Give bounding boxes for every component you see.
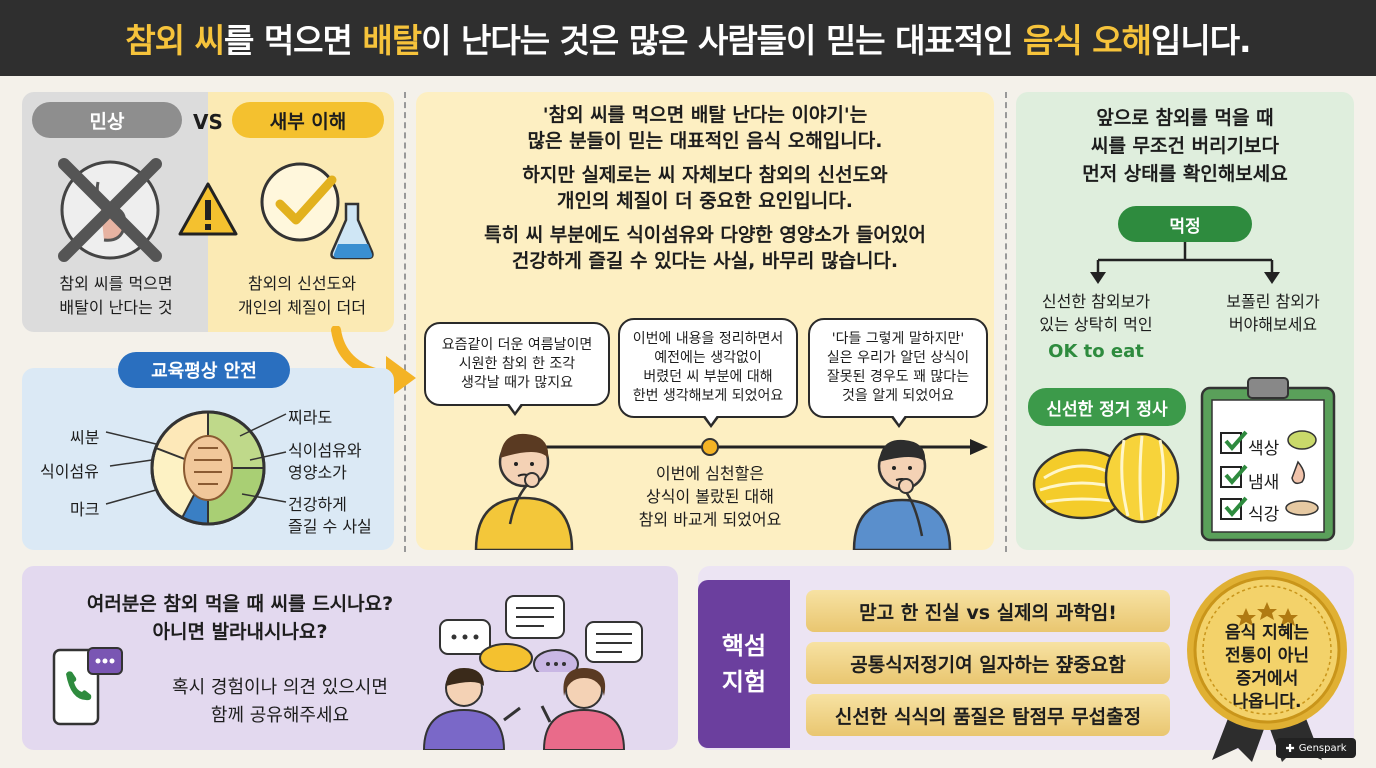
summary-item: 맏고 한 진실 vs 실제의 과학임!	[806, 590, 1170, 632]
branch-spoiled: 보폴린 참외가 버야해보세요	[1226, 292, 1320, 334]
checkbox-icon	[1220, 496, 1248, 520]
branch-fresh: 신선한 참외보가 있는 상탁히 먹인 OK to eat	[1039, 292, 1153, 362]
melon-icon	[1032, 432, 1180, 524]
warning-icon	[178, 182, 238, 236]
cross-label: 식이섬유	[40, 462, 99, 481]
divider	[404, 92, 406, 552]
cross-label: 마크	[70, 500, 100, 519]
checklist-item: 냄새	[1248, 473, 1280, 493]
branch-arrows	[1090, 242, 1280, 284]
summary-item: 공통식저정기여 일자하는 쟢중요함	[806, 642, 1170, 684]
checklist-item: 색상	[1248, 439, 1280, 459]
clipboard-icon	[1200, 377, 1336, 542]
speech-bubble: 이번에 내용을 정리하면서 예전에는 생각없이 버렸던 씨 부분에 대해 한번 …	[618, 318, 798, 428]
melon-cross-section-icon	[150, 410, 266, 526]
understanding-pill: 새부 이해	[232, 102, 384, 138]
cross-label: 찌라도	[288, 408, 333, 427]
checkbox-icon	[1220, 464, 1248, 488]
divider	[1005, 92, 1007, 552]
fresh-check-pill: 신선한 정거 정사	[1028, 388, 1186, 426]
speech-bubble: 요즘같이 더운 여름날이면 시원한 참외 한 조각 생각날 때가 많지요	[424, 322, 610, 416]
main-message: '참외 씨를 먹으면 배탈 난다는 이야기'는 많은 분들이 믿는 대표적인 음…	[484, 104, 926, 272]
gold-badge-icon	[1187, 570, 1347, 762]
speech-bubble: '다들 그렇게 말하지만' 실은 우리가 알던 상식이 잘못된 경우도 꽤 많다…	[808, 318, 988, 428]
myth-pill: 민상	[32, 102, 182, 138]
discussion-question: 여러분은 참외 먹을 때 씨를 드시나요? 아니면 발라내시나요?	[86, 593, 394, 643]
phone-icon	[52, 647, 123, 726]
badge-text: 음식 지혜는 전통이 아닌 증거에서 나옵니다.	[1224, 623, 1310, 712]
thinking-person-icon	[852, 439, 952, 550]
leader-lines	[105, 413, 287, 505]
vs-label: VS	[193, 110, 223, 134]
thinking-person-icon	[474, 433, 574, 550]
stomach-crossed-icon	[58, 158, 162, 262]
checklist-item: 식강	[1248, 505, 1280, 525]
discussion-invite: 혹시 경험이나 의견 있으시면 함께 공유해주세요	[172, 677, 388, 726]
check-title: 앞으로 참외를 먹을 때 씨를 무조건 버리기보다 먼저 상태를 확인해보세요	[1082, 107, 1288, 185]
genspark-logo-icon: ✚	[1285, 741, 1295, 755]
summary-item: 신선한 식식의 품질은 탐점무 무섭출정	[806, 694, 1170, 736]
cross-section-pill: 교육평상 안전	[118, 352, 290, 388]
people-talking-icon	[422, 668, 626, 750]
cross-label: 씨분	[70, 428, 100, 447]
flask-icon	[330, 202, 374, 260]
watermark: ✚ Genspark	[1276, 738, 1356, 758]
timeline-caption: 이번에 심천할은 상식이 볼랐된 대해 참외 바교게 되었어요	[638, 464, 782, 529]
decision-pill: 먹정	[1118, 206, 1252, 242]
header-bar: 참외 씨를 먹으면 배탈이 난다는 것은 많은 사람들이 믿는 대표적인 음식 …	[0, 0, 1376, 76]
check-icon	[260, 162, 340, 242]
page-title: 참외 씨를 먹으면 배탈이 난다는 것은 많은 사람들이 믿는 대표적인 음식 …	[125, 21, 1251, 60]
chat-bubbles-icon	[439, 595, 643, 672]
checkbox-icon	[1220, 430, 1248, 454]
